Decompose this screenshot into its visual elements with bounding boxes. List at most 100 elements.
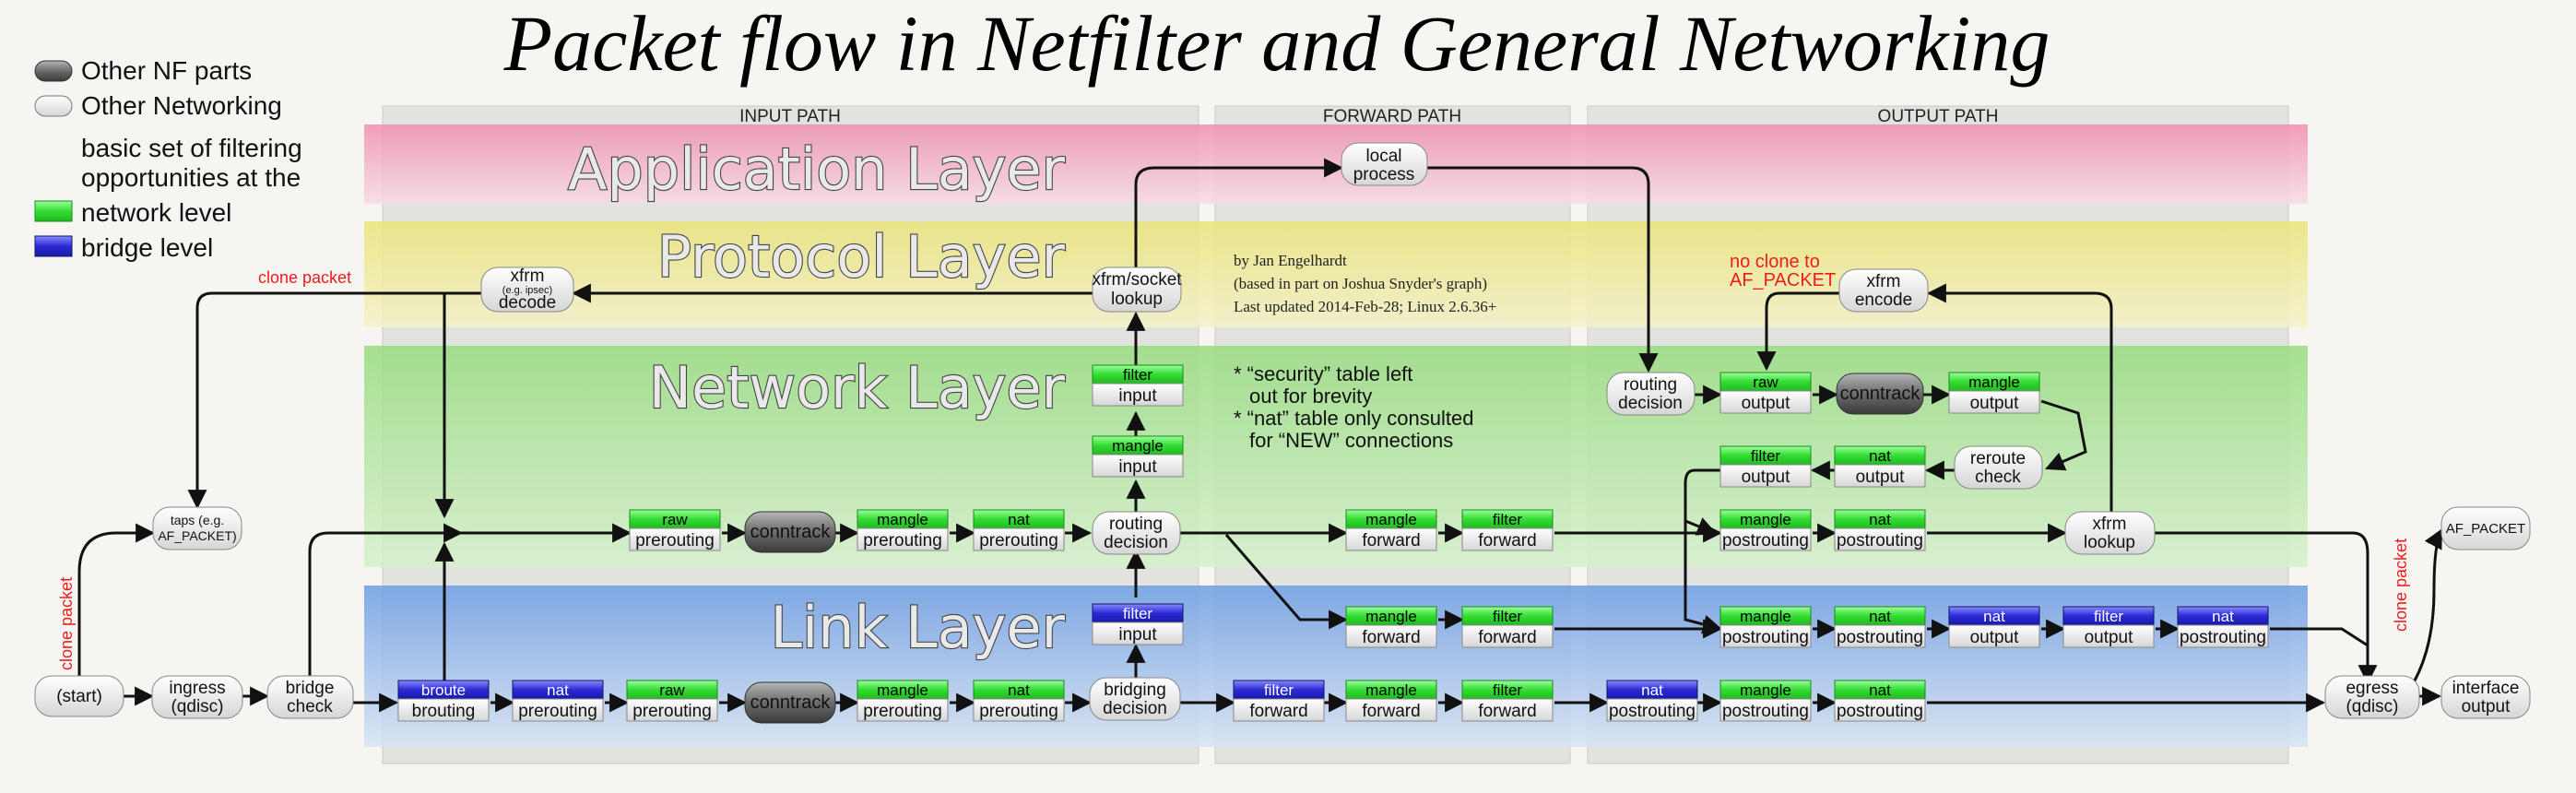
protocol-layer-title: Protocol Layer bbox=[657, 223, 1066, 290]
svg-text:(qdisc): (qdisc) bbox=[171, 697, 223, 716]
routing-decision-output-node: routing decision bbox=[1606, 372, 1696, 416]
chain-table-label: nat bbox=[1869, 511, 1891, 528]
svg-text:ingress: ingress bbox=[169, 679, 225, 698]
chain-hook-label: forward bbox=[1249, 702, 1307, 721]
edge bbox=[187, 291, 481, 510]
edge bbox=[308, 523, 464, 678]
chain-table-label: raw bbox=[1753, 373, 1778, 391]
note-2: out for brevity bbox=[1249, 385, 1372, 408]
edge bbox=[2155, 531, 2378, 685]
xfrm-encode-node: xfrm encode bbox=[1838, 268, 1929, 313]
chain-hook-label: forward bbox=[1362, 628, 1420, 647]
chain-hook-label: postrouting bbox=[1722, 531, 1809, 550]
bridging-decision-node: bridging decision bbox=[1089, 677, 1181, 721]
credit-line-3: Last updated 2014-Feb-28; Linux 2.6.36+ bbox=[1234, 298, 1496, 315]
network-layer-title: Network Layer bbox=[649, 354, 1066, 421]
svg-text:local: local bbox=[1365, 147, 1401, 166]
chain-hook-label: prerouting bbox=[863, 531, 942, 550]
clone-packet-label-left: clone packet bbox=[57, 577, 76, 670]
chain-hook-label: prerouting bbox=[635, 531, 715, 550]
conntrack-node-prerouting: conntrack bbox=[744, 511, 836, 553]
chain-hook-label: postrouting bbox=[1609, 702, 1696, 721]
chain-hook-label: prerouting bbox=[863, 702, 942, 721]
svg-text:routing: routing bbox=[1109, 515, 1163, 534]
protocol-layer bbox=[364, 221, 2308, 327]
chain-table-label: nat bbox=[1869, 447, 1891, 465]
chain-box-raw-prerouting-net: raw prerouting bbox=[629, 509, 721, 551]
output-path-label: OUTPUT PATH bbox=[1878, 107, 1999, 126]
egress-node: egress (qdisc) bbox=[2324, 675, 2420, 719]
svg-text:AF_PACKET: AF_PACKET bbox=[2446, 521, 2525, 537]
note-1: * “security” table left bbox=[1234, 362, 1412, 385]
chain-table-label: mangle bbox=[1968, 373, 2020, 391]
no-clone-label-1: no clone to bbox=[1730, 252, 1820, 272]
credit-line-2: (based in part on Joshua Snyder's graph) bbox=[1234, 275, 1487, 292]
chain-hook-label: brouting bbox=[412, 702, 476, 721]
chain-hook-label: postrouting bbox=[1837, 702, 1923, 721]
svg-text:output: output bbox=[2462, 697, 2511, 716]
chain-table-label: filter bbox=[1264, 681, 1294, 699]
chain-table-label: nat bbox=[2212, 608, 2234, 625]
chain-hook-label: input bbox=[1118, 625, 1157, 645]
svg-text:decode: decode bbox=[499, 293, 556, 313]
chain-table-label: nat bbox=[1869, 681, 1891, 699]
xfrm-lookup-node: xfrm lookup bbox=[2064, 511, 2156, 555]
svg-text:bridging: bridging bbox=[1104, 681, 1166, 700]
reroute-check-node: reroute check bbox=[1954, 445, 2043, 490]
svg-text:taps (e.g.: taps (e.g. bbox=[171, 513, 224, 527]
flow-edges bbox=[77, 158, 2443, 713]
edge bbox=[1926, 283, 2113, 512]
svg-text:check: check bbox=[1975, 468, 2021, 487]
chain-box-nat-postrouting-b: nat postrouting bbox=[1834, 680, 1926, 722]
chain-hook-label: forward bbox=[1478, 531, 1536, 550]
chain-table-label: mangle bbox=[1365, 608, 1417, 625]
chain-table-label: filter bbox=[1493, 608, 1522, 625]
edge bbox=[2270, 627, 2369, 647]
chain-table-label: raw bbox=[662, 511, 688, 528]
chain-hook-label: postrouting bbox=[1837, 628, 1923, 647]
chain-hook-label: output bbox=[1970, 394, 2020, 413]
svg-text:conntrack: conntrack bbox=[1840, 384, 1921, 404]
edge bbox=[1134, 158, 1344, 267]
chain-table-label: nat bbox=[1983, 608, 2005, 625]
clone-packet-label-right: clone packet bbox=[2392, 539, 2410, 632]
svg-text:lookup: lookup bbox=[1111, 290, 1163, 309]
svg-text:encode: encode bbox=[1855, 290, 1912, 310]
chain-table-label: mangle bbox=[1740, 608, 1791, 625]
chain-table-label: filter bbox=[2094, 608, 2123, 625]
svg-text:conntrack: conntrack bbox=[750, 692, 832, 713]
svg-text:routing: routing bbox=[1624, 375, 1677, 395]
legend-basic-1: basic set of filtering bbox=[81, 134, 302, 162]
chain-table-label: filter bbox=[1751, 447, 1780, 465]
chain-box-mangle-postrouting-lk: mangle postrouting bbox=[1719, 606, 1812, 648]
svg-text:lookup: lookup bbox=[2084, 533, 2135, 552]
routing-decision-input-node: routing decision bbox=[1092, 511, 1181, 555]
edge bbox=[2040, 399, 2087, 471]
chain-hook-label: forward bbox=[1478, 702, 1536, 721]
chain-hook-label: postrouting bbox=[1722, 702, 1809, 721]
chain-table-label: nat bbox=[1869, 608, 1891, 625]
edge bbox=[77, 523, 156, 678]
edge bbox=[1224, 534, 1349, 630]
svg-text:interface: interface bbox=[2452, 679, 2520, 698]
svg-text:AF_PACKET): AF_PACKET) bbox=[158, 528, 236, 543]
svg-text:xfrm/socket: xfrm/socket bbox=[1092, 270, 1182, 290]
chain-table-label: nat bbox=[1008, 681, 1030, 699]
chain-table-label: filter bbox=[1493, 511, 1522, 528]
chain-hook-label: postrouting bbox=[1722, 628, 1809, 647]
chain-hook-label: prerouting bbox=[632, 702, 712, 721]
svg-text:xfrm: xfrm bbox=[511, 266, 545, 286]
